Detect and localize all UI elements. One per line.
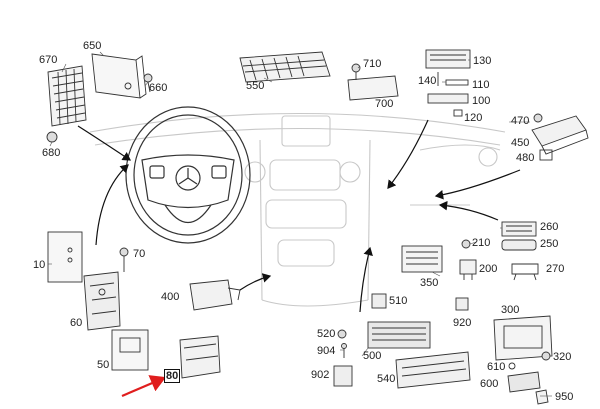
callout-450: 450 — [511, 137, 530, 149]
callout-320: 320 — [553, 351, 572, 363]
part-10-module — [47, 231, 83, 283]
part-660-screw — [143, 73, 153, 93]
callout-510: 510 — [389, 295, 408, 307]
callout-200: 200 — [479, 263, 498, 275]
callout-600: 600 — [480, 378, 499, 390]
part-904-screw — [341, 343, 347, 358]
part-50-module — [111, 329, 149, 371]
callout-70: 70 — [133, 248, 146, 260]
part-60-bracket — [83, 271, 121, 331]
dashboard-outline — [89, 112, 506, 307]
part-650-module — [91, 53, 147, 99]
part-700-module — [347, 63, 399, 101]
callout-710: 710 — [363, 58, 382, 70]
highlight-arrow — [121, 375, 167, 398]
callout-140: 140 — [418, 75, 437, 87]
callout-120: 120 — [464, 112, 483, 124]
part-520-clip — [337, 329, 347, 339]
part-200-relay — [459, 259, 477, 280]
part-270-bracket — [511, 263, 539, 281]
callout-920: 920 — [453, 317, 472, 329]
part-510-sensor — [371, 293, 387, 309]
callout-540: 540 — [377, 373, 396, 385]
part-450-module — [531, 113, 589, 161]
callout-270: 270 — [546, 263, 565, 275]
callout-520: 520 — [317, 328, 336, 340]
callout-80-highlighted: 80 — [164, 369, 181, 383]
callout-500: 500 — [363, 350, 382, 362]
part-80-module — [179, 335, 221, 379]
part-100-bar — [427, 93, 469, 104]
callout-610: 610 — [487, 361, 506, 373]
direction-arrows — [77, 119, 521, 313]
part-210-nut — [461, 239, 471, 249]
callout-470: 470 — [511, 115, 530, 127]
callout-660: 660 — [149, 82, 168, 94]
callout-100: 100 — [472, 95, 491, 107]
leader-lines — [48, 51, 552, 397]
part-500-panel — [367, 321, 431, 349]
part-70-screw — [119, 247, 129, 272]
callout-50: 50 — [97, 359, 110, 371]
callout-680: 680 — [42, 147, 61, 159]
callout-260: 260 — [540, 221, 559, 233]
part-320-nut — [541, 351, 551, 361]
part-400-module — [189, 279, 241, 311]
part-902-bracket — [333, 365, 353, 387]
part-610-clip — [508, 362, 516, 370]
part-950-cap — [535, 389, 549, 405]
part-920-clip — [455, 297, 469, 311]
part-670-pocket — [47, 65, 87, 127]
callout-904: 904 — [317, 345, 336, 357]
callout-700: 700 — [375, 98, 394, 110]
callout-350: 350 — [420, 277, 439, 289]
part-550-mat — [239, 51, 331, 83]
part-250-switch — [501, 239, 537, 251]
part-110-strip — [445, 79, 469, 86]
callout-480: 480 — [516, 152, 535, 164]
callout-650: 650 — [83, 40, 102, 52]
part-260-switch — [501, 221, 537, 237]
callout-400: 400 — [161, 291, 180, 303]
callout-902: 902 — [311, 369, 330, 381]
steering-wheel — [125, 106, 251, 244]
callout-950: 950 — [555, 391, 574, 403]
callout-110: 110 — [472, 79, 490, 91]
part-680-clip — [46, 131, 58, 143]
callout-210: 210 — [472, 237, 491, 249]
callout-300: 300 — [501, 304, 520, 316]
callout-130: 130 — [473, 55, 492, 67]
part-120-piece — [453, 109, 463, 117]
callout-550: 550 — [246, 80, 265, 92]
callout-10: 10 — [33, 259, 46, 271]
part-350-module — [401, 245, 443, 273]
callout-670: 670 — [39, 54, 58, 66]
callout-60: 60 — [70, 317, 83, 329]
part-130-panel — [425, 49, 471, 69]
part-540-panel — [395, 351, 471, 389]
callout-250: 250 — [540, 238, 559, 250]
part-600-switch — [507, 371, 541, 393]
